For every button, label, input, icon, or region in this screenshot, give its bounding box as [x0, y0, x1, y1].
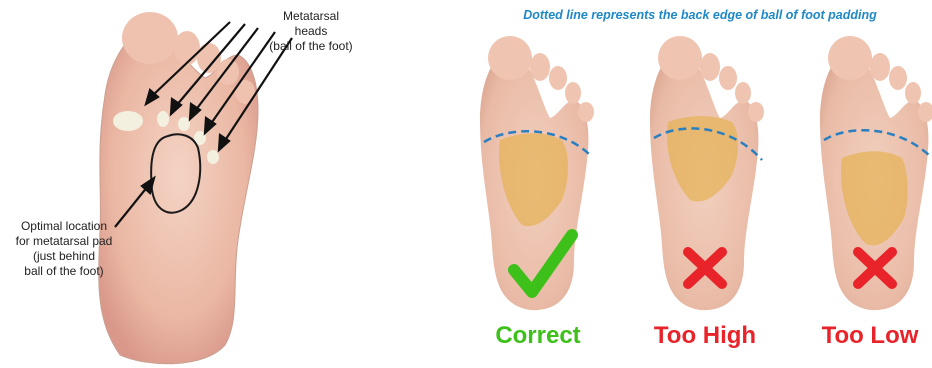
toe-4 — [217, 59, 239, 85]
left-diagram — [0, 0, 360, 368]
annotated-foot-image — [0, 0, 360, 368]
metatarsal-heads-label: Metatarsal heads (ball of the foot) — [266, 9, 356, 54]
foot-comparison-diagram — [470, 30, 932, 320]
metatarsal-head-1 — [113, 111, 143, 131]
pad-location-label-line1: Optimal location — [4, 219, 124, 234]
metatarsal-head-5 — [207, 150, 219, 164]
metatarsal-head-2 — [157, 111, 169, 127]
metatarsal-heads-label-line1: Metatarsal heads — [266, 9, 356, 39]
big-toe — [122, 12, 178, 64]
foot-too-low — [820, 36, 932, 310]
pad-location-label: Optimal location for metatarsal pad (jus… — [4, 219, 124, 279]
toe-2 — [174, 31, 200, 65]
label-too-high: Too High — [640, 322, 770, 350]
pad-location-label-line4: ball of the foot) — [4, 264, 124, 279]
right-panel-title: Dotted line represents the back edge of … — [470, 8, 930, 22]
label-too-low: Too Low — [808, 322, 932, 350]
foot-correct — [480, 36, 594, 310]
metatarsal-heads-label-line2: (ball of the foot) — [266, 39, 356, 54]
foot-too-high — [650, 36, 764, 310]
metatarsal-head-3 — [178, 117, 190, 131]
label-correct: Correct — [478, 322, 598, 350]
pad-location-label-line2: for metatarsal pad — [4, 234, 124, 249]
pad-location-label-line3: (just behind — [4, 249, 124, 264]
